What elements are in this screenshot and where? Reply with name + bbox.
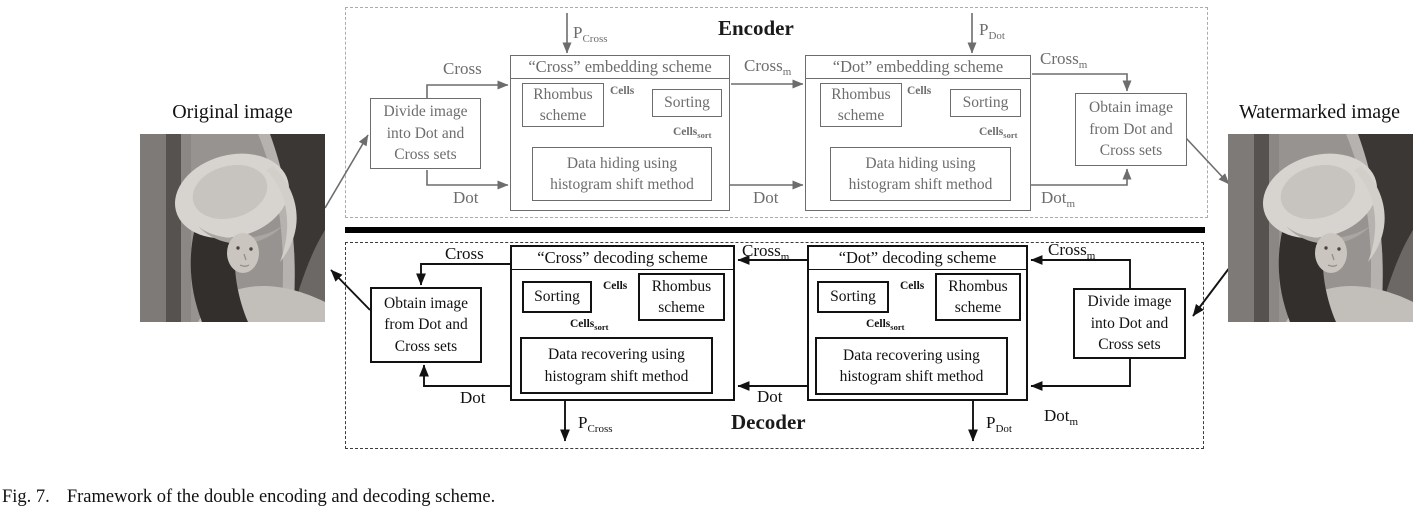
label-text: Cross (742, 241, 781, 260)
decoder-region-frame (345, 242, 1204, 449)
label-text: P (578, 413, 588, 432)
label-subscript: m (782, 66, 792, 78)
figure-caption-text: Framework of the double encoding and dec… (66, 487, 496, 507)
label-subscript: m (1086, 250, 1096, 262)
decoder-dot-sorting-box: Sorting (817, 281, 889, 313)
label-subscript: m (1069, 416, 1079, 428)
encoder-mid-cross-m-label: Crossm (744, 56, 791, 78)
label-text: Dot (1041, 188, 1067, 207)
label-text: Cells (570, 318, 595, 330)
cross-decoding-title: “Cross” decoding scheme (512, 247, 733, 270)
decoder-cross-label: Cross (445, 244, 484, 263)
label-text: Cross (1040, 49, 1079, 68)
original-image-label: Original image (172, 101, 293, 123)
encoder-p-cross-label: PCross (573, 23, 608, 45)
dot-decoding-title: “Dot” decoding scheme (809, 247, 1026, 270)
decoder-mid-dot-label: Dot (757, 387, 783, 406)
dot-embedding-title: “Dot” embedding scheme (806, 56, 1030, 79)
encoder-right-cross-m-label: Crossm (1040, 49, 1087, 71)
label-text: Cells (673, 126, 698, 138)
encoder-cross-cells-label: Cells (610, 85, 635, 97)
original-image-thumbnail (140, 134, 325, 322)
cross-embedding-title: “Cross” embedding scheme (511, 56, 729, 79)
decoder-right-dot-m-label: Dotm (1044, 406, 1078, 428)
figure-caption-tag: Fig. 7. (2, 487, 50, 507)
decoder-divide-box: Divide image into Dot and Cross sets (1073, 288, 1186, 359)
decoder-title: Decoder (731, 410, 806, 434)
label-text: Cells (979, 126, 1004, 138)
decoder-cross-sorting-box: Sorting (522, 281, 592, 313)
encoder-cross-cells-sort-label: Cellssort (673, 126, 712, 140)
decoder-p-cross-label: PCross (578, 413, 613, 435)
decoder-cross-rhombus-box: Rhombus scheme (638, 273, 725, 321)
decoder-mid-cross-m-label: Crossm (742, 241, 789, 263)
decoder-dot-cells-label: Cells (900, 280, 925, 292)
label-text: Cross (1048, 240, 1087, 259)
encoder-dot-rhombus-box: Rhombus scheme (820, 83, 902, 127)
encoder-dot-label: Dot (453, 188, 479, 207)
label-subscript: sort (594, 322, 609, 332)
decoder-cross-cells-label: Cells (603, 280, 628, 292)
label-text: Cells (866, 318, 891, 330)
encoder-right-dot-m-label: Dotm (1041, 188, 1075, 210)
decoder-dot-data-recovering-box: Data recovering using histogram shift me… (815, 337, 1008, 395)
label-subscript: sort (697, 130, 712, 140)
encoder-cross-sorting-box: Sorting (652, 89, 722, 117)
label-subscript: m (780, 251, 790, 263)
decoder-dot-rhombus-box: Rhombus scheme (935, 273, 1021, 321)
encoder-divide-box: Divide image into Dot and Cross sets (370, 98, 481, 169)
decoder-right-cross-m-label: Crossm (1048, 240, 1095, 262)
encoder-cross-rhombus-box: Rhombus scheme (522, 83, 604, 127)
watermarked-image-label: Watermarked image (1238, 101, 1401, 123)
label-subscript: Dot (995, 423, 1012, 435)
label-subscript: m (1078, 59, 1088, 71)
encoder-region-frame (345, 7, 1208, 218)
decoder-left-dot-label: Dot (460, 388, 486, 407)
encoder-p-dot-label: PDot (979, 20, 1005, 42)
decoder-obtain-box: Obtain image from Dot and Cross sets (370, 287, 482, 363)
decoder-cross-cells-sort-label: Cellssort (570, 318, 609, 332)
encoder-dot-sorting-box: Sorting (950, 89, 1021, 117)
label-text: Cross (744, 56, 783, 75)
label-text: Dot (1044, 406, 1070, 425)
decoder-cross-data-recovering-box: Data recovering using histogram shift me… (520, 337, 713, 394)
label-subscript: Dot (988, 30, 1005, 42)
watermarked-image-thumbnail (1228, 134, 1413, 322)
label-subscript: m (1066, 198, 1076, 210)
encoder-title: Encoder (718, 16, 794, 40)
label-text: P (573, 23, 583, 42)
encoder-dot-cells-label: Cells (907, 85, 932, 97)
label-subscript: Cross (582, 33, 608, 45)
decoder-p-dot-label: PDot (986, 413, 1012, 435)
label-text: P (986, 413, 996, 432)
encoder-dot-cells-sort-label: Cellssort (979, 126, 1018, 140)
decoder-dot-cells-sort-label: Cellssort (866, 318, 905, 332)
label-subscript: Cross (587, 423, 613, 435)
label-text: P (979, 20, 989, 39)
encoder-decoder-divider (345, 227, 1205, 233)
encoder-cross-label: Cross (443, 59, 482, 78)
encoder-cross-data-hiding-box: Data hiding using histogram shift method (532, 147, 712, 201)
encoder-mid-dot-label: Dot (753, 188, 779, 207)
figure-caption: Fig. 7. Framework of the double encoding … (2, 487, 495, 508)
label-subscript: sort (890, 322, 905, 332)
encoder-dot-data-hiding-box: Data hiding using histogram shift method (830, 147, 1011, 201)
label-subscript: sort (1003, 130, 1018, 140)
encoder-obtain-box: Obtain image from Dot and Cross sets (1075, 93, 1187, 166)
